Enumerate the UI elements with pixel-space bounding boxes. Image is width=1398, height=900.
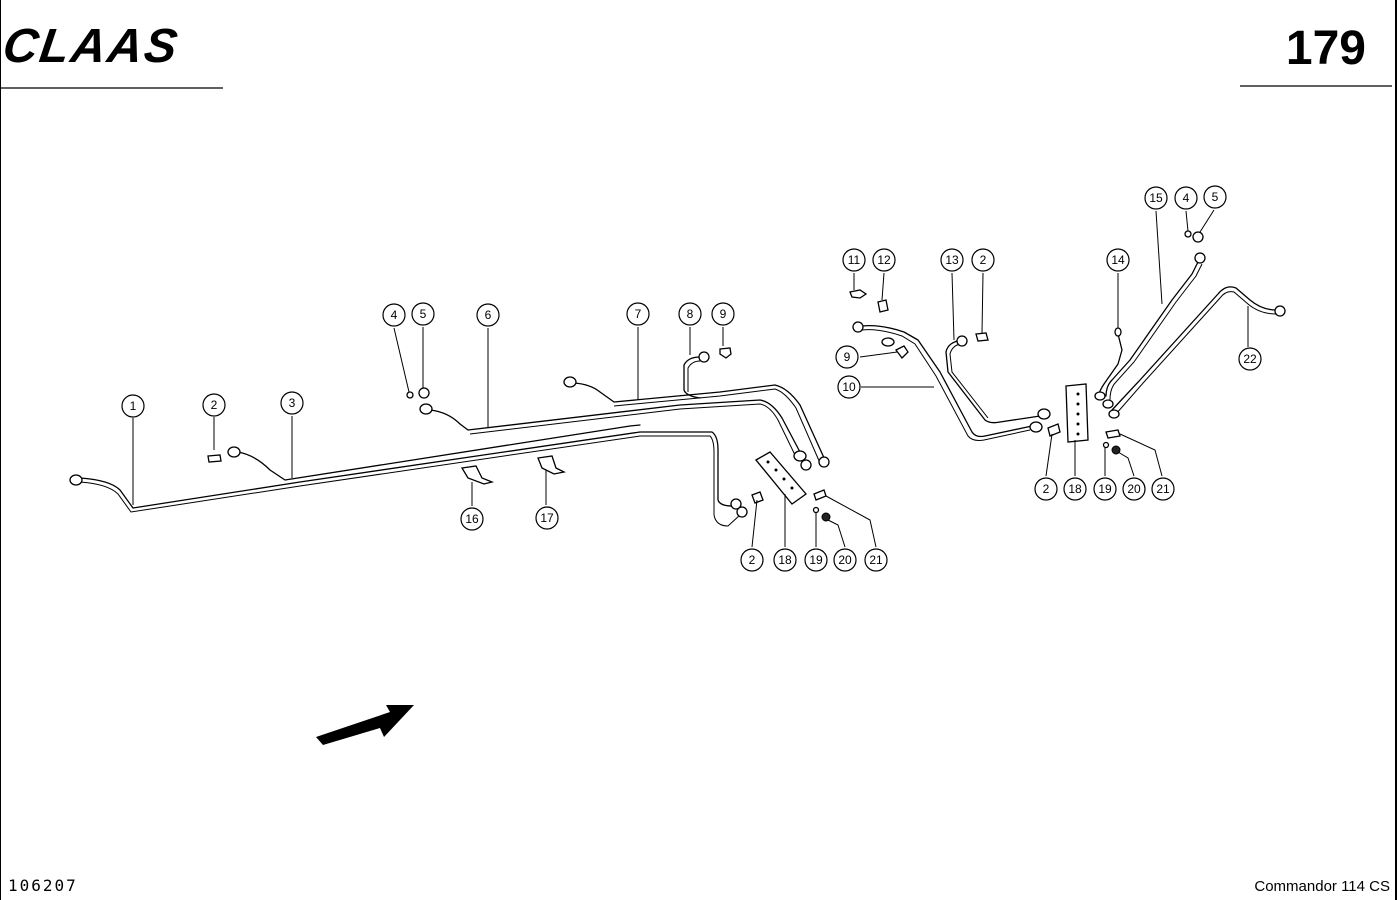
page-number: 179 [1286, 22, 1366, 75]
callout-22: 22 [1238, 347, 1262, 371]
svg-text:8: 8 [687, 307, 694, 321]
callout-19-right: 19 [1093, 477, 1117, 501]
svg-text:18: 18 [1068, 482, 1082, 496]
svg-text:7: 7 [635, 307, 642, 321]
callout-14: 14 [1106, 248, 1130, 272]
svg-text:10: 10 [842, 380, 856, 394]
callout-1: 1 [121, 394, 145, 418]
callout-12: 12 [872, 248, 896, 272]
document-number: 106207 [8, 876, 78, 895]
svg-text:12: 12 [877, 253, 891, 267]
callout-8: 8 [678, 302, 702, 326]
svg-text:17: 17 [540, 511, 554, 525]
leader-lines [132, 209, 1249, 548]
svg-text:20: 20 [838, 553, 852, 567]
callout-20-left: 20 [833, 548, 857, 572]
svg-text:15: 15 [1149, 191, 1163, 205]
svg-text:18: 18 [778, 553, 792, 567]
svg-text:4: 4 [391, 308, 398, 322]
svg-text:21: 21 [1156, 482, 1170, 496]
callout-9: 9 [711, 302, 735, 326]
callout-13: 13 [940, 248, 964, 272]
direction-arrow [316, 705, 414, 745]
callout-2: 2 [202, 393, 226, 417]
callout-5-right: 5 [1203, 185, 1227, 209]
callout-18-left: 18 [773, 548, 797, 572]
callout-10: 10 [837, 375, 861, 399]
callout-2-right-top: 2 [971, 248, 995, 272]
svg-text:3: 3 [289, 396, 296, 410]
callout-2-right-bottom: 2 [1034, 477, 1058, 501]
svg-text:20: 20 [1127, 482, 1141, 496]
svg-text:4: 4 [1183, 191, 1190, 205]
model-name: Commandor 114 CS [1254, 878, 1390, 895]
svg-text:19: 19 [1098, 482, 1112, 496]
callout-19-left: 19 [804, 548, 828, 572]
callout-7: 7 [626, 302, 650, 326]
callout-21-right: 21 [1151, 477, 1175, 501]
svg-text:2: 2 [1043, 482, 1050, 496]
callout-3: 3 [280, 391, 304, 415]
callout-5: 5 [411, 302, 435, 326]
callout-21-left: 21 [864, 548, 888, 572]
svg-text:9: 9 [844, 350, 851, 364]
callout-6: 6 [476, 303, 500, 327]
svg-text:2: 2 [211, 398, 218, 412]
svg-text:1: 1 [130, 399, 137, 413]
callouts: 1 2 3 4 5 6 7 8 9 11 12 9 10 13 2 15 4 5… [121, 185, 1262, 572]
callout-18-right: 18 [1063, 477, 1087, 501]
right-pipe-assembly [849, 230, 1286, 455]
left-pipe-assembly [69, 347, 831, 527]
callout-15: 15 [1144, 186, 1168, 210]
svg-text:9: 9 [720, 307, 727, 321]
svg-text:14: 14 [1111, 253, 1125, 267]
callout-2-left-bottom: 2 [740, 548, 764, 572]
callout-9-right: 9 [835, 345, 859, 369]
svg-text:21: 21 [869, 553, 883, 567]
callout-4-right: 4 [1174, 186, 1198, 210]
svg-text:16: 16 [465, 512, 479, 526]
svg-text:13: 13 [945, 253, 959, 267]
svg-text:22: 22 [1243, 352, 1257, 366]
svg-text:5: 5 [1212, 190, 1219, 204]
callout-20-right: 20 [1122, 477, 1146, 501]
svg-text:19: 19 [809, 553, 823, 567]
callout-4: 4 [382, 303, 406, 327]
callout-16: 16 [460, 507, 484, 531]
callout-17: 17 [535, 506, 559, 530]
svg-text:2: 2 [749, 553, 756, 567]
svg-text:6: 6 [485, 308, 492, 322]
brand-logo: CLAAS [0, 19, 183, 73]
svg-text:11: 11 [848, 253, 861, 267]
svg-text:5: 5 [420, 307, 427, 321]
callout-11: 11 [842, 248, 866, 272]
svg-text:2: 2 [980, 253, 987, 267]
